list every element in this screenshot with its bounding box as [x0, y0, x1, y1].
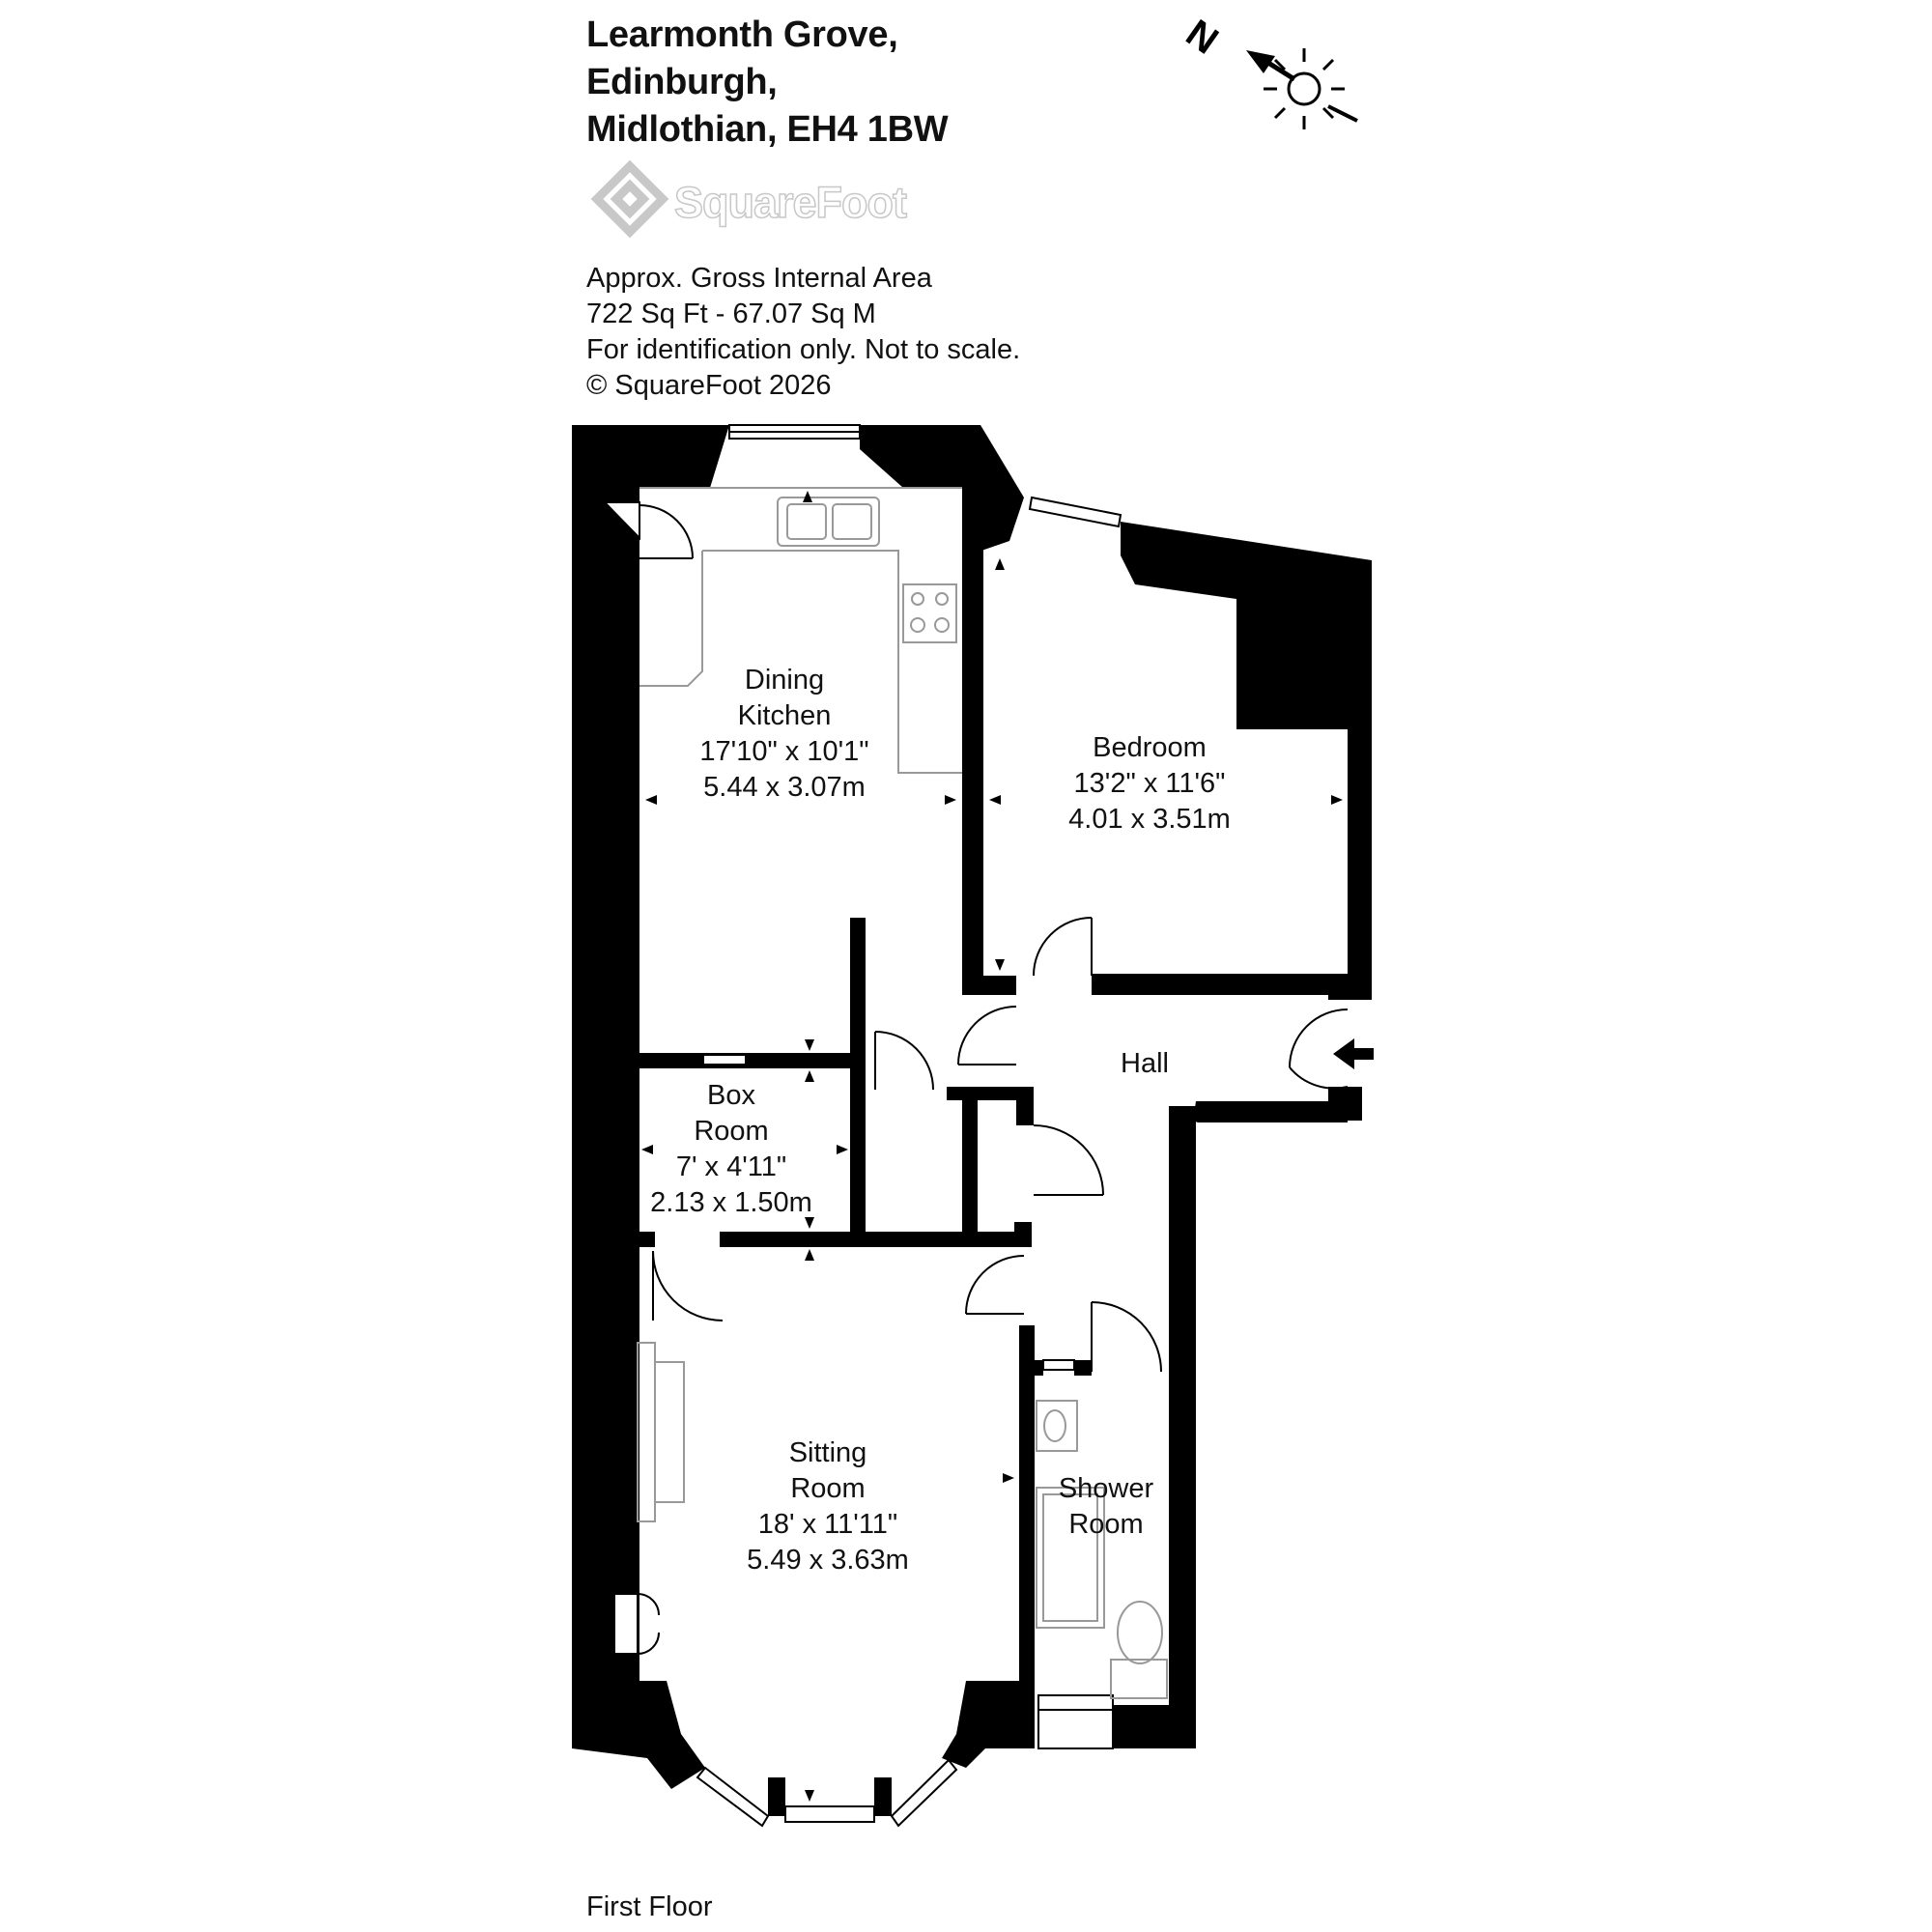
- logo-text: SquareFoot: [673, 177, 908, 228]
- compass-north-label: N: [1179, 12, 1226, 63]
- floor-label: First Floor: [586, 1891, 713, 1922]
- hob-icon: [902, 583, 957, 643]
- logo-diamond-icon: [590, 159, 669, 239]
- area-title: Approx. Gross Internal Area: [586, 263, 932, 294]
- sitting-room-metric: 5.49 x 3.63m: [747, 1545, 909, 1576]
- kitchen-fixtures: [639, 487, 962, 774]
- copyright: © SquareFoot 2026: [586, 370, 832, 401]
- box-room-imperial: 7' x 4'11": [676, 1151, 786, 1182]
- walls: [572, 425, 1372, 1816]
- sitting-room-name-1: Sitting: [789, 1437, 867, 1468]
- compass: N: [1179, 12, 1358, 129]
- box-room-name-2: Room: [694, 1116, 768, 1147]
- address-line-2: Edinburgh,: [586, 62, 778, 102]
- shower-fixtures: [1036, 1400, 1168, 1699]
- room-labels: Dining Kitchen 17'10" x 10'1" 5.44 x 3.0…: [650, 665, 1231, 1576]
- address-line-1: Learmonth Grove,: [586, 14, 898, 55]
- doors: [602, 501, 1349, 1373]
- shower-tray-icon: [1036, 1487, 1105, 1629]
- toilet-cistern-icon: [1110, 1659, 1168, 1699]
- bedroom-name: Bedroom: [1093, 732, 1207, 763]
- property-address: Learmonth Grove, Edinburgh, Midlothian, …: [586, 12, 949, 154]
- kitchen-metric: 5.44 x 3.07m: [703, 772, 866, 803]
- disclaimer: For identification only. Not to scale.: [586, 334, 1021, 365]
- kitchen-imperial: 17'10" x 10'1": [699, 736, 868, 767]
- toilet-icon: [1117, 1601, 1163, 1664]
- sitting-room-name-2: Room: [790, 1473, 865, 1504]
- shower-room-name-1: Shower: [1059, 1473, 1154, 1504]
- squarefoot-logo: SquareFoot: [585, 159, 908, 249]
- bedroom-metric: 4.01 x 3.51m: [1068, 804, 1231, 835]
- kitchen-name-2: Kitchen: [738, 700, 832, 731]
- box-room-metric: 2.13 x 1.50m: [650, 1187, 812, 1218]
- area-info: Approx. Gross Internal Area 722 Sq Ft - …: [586, 261, 1020, 404]
- box-room-name-1: Box: [707, 1080, 755, 1111]
- area-value: 722 Sq Ft - 67.07 Sq M: [586, 298, 876, 329]
- entrance-arrow-icon: [1333, 1038, 1374, 1069]
- dimension-markers: [641, 491, 1343, 1802]
- basin-icon: [1036, 1400, 1078, 1452]
- kitchen-name-1: Dining: [745, 665, 824, 696]
- shower-room-name-2: Room: [1068, 1509, 1143, 1540]
- sitting-fixtures: [613, 1342, 685, 1655]
- bedroom-imperial: 13'2" x 11'6": [1074, 768, 1226, 799]
- north-arrow-icon: [1246, 50, 1296, 82]
- hall-name: Hall: [1121, 1048, 1169, 1079]
- windows: [696, 424, 1122, 1828]
- sun-icon: [1264, 48, 1358, 129]
- sitting-room-imperial: 18' x 11'11": [758, 1509, 897, 1540]
- sink-icon: [777, 497, 880, 547]
- address-line-3: Midlothian, EH4 1BW: [586, 109, 949, 150]
